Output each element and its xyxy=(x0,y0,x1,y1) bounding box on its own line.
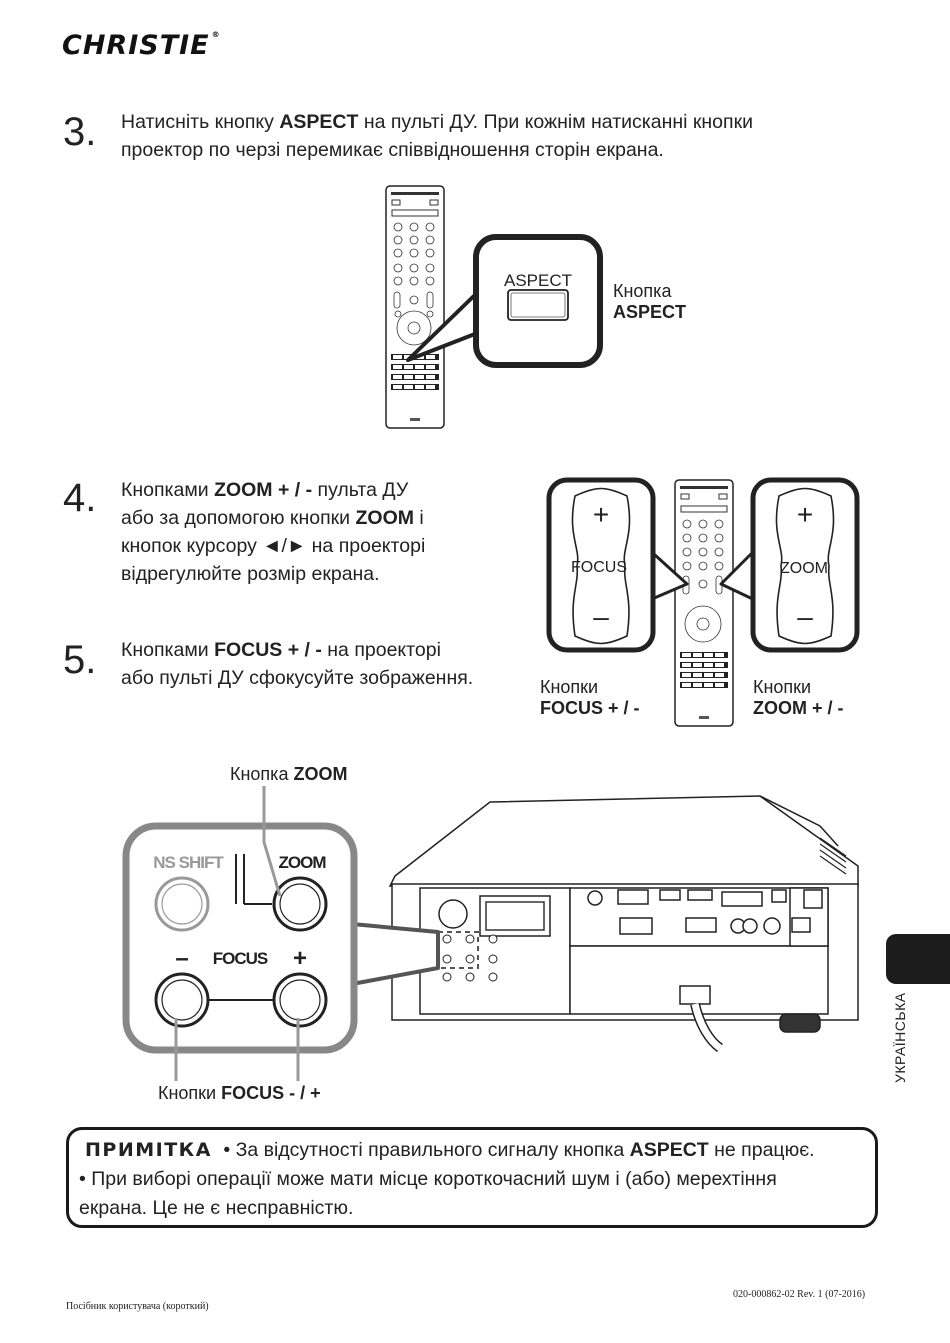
step-4-text-c: або за допомогою кнопки xyxy=(121,507,356,529)
remote-aspect-figure: ASPECT xyxy=(385,185,603,429)
step-4-line-2: або за допомогою кнопки ZOOM і xyxy=(121,504,521,532)
zoom-figure-caption: Кнопки ZOOM + / - xyxy=(753,677,844,719)
step-5-line-1: Кнопками FOCUS + / - на проекторі xyxy=(121,636,521,664)
focus-buttons-caption-text: Кнопки xyxy=(158,1083,222,1103)
focus-caption-line-2: FOCUS + / - xyxy=(540,698,640,718)
note-line-1: ПРИМІТКА • За відсутності правильного си… xyxy=(79,1136,865,1165)
guide-title: Посібник користувача (короткий) xyxy=(66,1301,209,1312)
registered-mark: ® xyxy=(211,30,221,39)
step-3-text-a: Натисніть кнопку xyxy=(121,111,280,133)
step-4-line-3: кнопок курсору ◄/► на проекторі xyxy=(121,535,426,557)
step-3-number: 3. xyxy=(63,110,97,154)
zoom-button-caption-bold: ZOOM xyxy=(293,764,348,784)
ns-shift-label: NS SHIFT xyxy=(153,853,224,872)
button-panel-callout: NS SHIFT ZOOM – FOCUS + xyxy=(122,786,440,1081)
zoom-button-caption: Кнопка ZOOM xyxy=(230,764,347,785)
focus-plus-label: + xyxy=(293,945,307,972)
zoom-callout: + ZOOM – xyxy=(719,477,860,653)
aspect-button xyxy=(507,289,569,321)
step-3-text-b: на пульті ДУ. При кожнім натисканні кноп… xyxy=(358,111,754,133)
note-line-3: екрана. Це не є несправністю. xyxy=(79,1197,354,1219)
zoom-key-label: ZOOM xyxy=(780,560,828,577)
step-4-text-d: і xyxy=(413,507,424,529)
step-5-focus-bold: FOCUS + / - xyxy=(214,639,322,661)
note-line-2: • При виборі операції може мати місце ко… xyxy=(79,1168,777,1190)
aspect-key-label: ASPECT xyxy=(504,271,572,290)
aspect-callout: ASPECT xyxy=(406,234,603,368)
document-number: 020-000862-02 Rev. 1 (07-2016) xyxy=(733,1289,866,1300)
aspect-caption-line-2: ASPECT xyxy=(613,302,687,322)
focus-buttons-caption: Кнопки FOCUS - / + xyxy=(158,1083,321,1104)
focus-plus-symbol: + xyxy=(593,499,609,530)
zoom-button-caption-text: Кнопка xyxy=(230,764,294,784)
step-3-line-1: Натисніть кнопку ASPECT на пульті ДУ. Пр… xyxy=(121,108,881,136)
focus-callout: + FOCUS – xyxy=(546,477,689,653)
christie-logo: CHRISTIE® xyxy=(62,30,221,61)
aspect-figure-caption: Кнопка ASPECT xyxy=(613,281,686,323)
step-4-text-a: Кнопками xyxy=(121,479,215,501)
step-5-text: Кнопками FOCUS + / - на проекторі або пу… xyxy=(121,636,521,692)
step-3-text: Натисніть кнопку ASPECT на пульті ДУ. Пр… xyxy=(121,108,881,164)
remote-control-illustration-2 xyxy=(674,479,734,727)
step-4-number: 4. xyxy=(63,476,97,520)
note-aspect-bold: ASPECT xyxy=(629,1139,709,1161)
aspect-caption-line-1: Кнопка xyxy=(613,281,672,301)
note-line-1-text: • За відсутності правильного сигналу кно… xyxy=(217,1139,630,1161)
zoom-caption-line-1: Кнопки xyxy=(753,677,812,697)
focus-figure-caption: Кнопки FOCUS + / - xyxy=(540,677,640,719)
step-4-text: Кнопками ZOOM + / - пульта ДУ або за доп… xyxy=(121,476,521,588)
focus-buttons-caption-bold: FOCUS - / + xyxy=(221,1083,321,1103)
step-4-zoom-bold-2: ZOOM xyxy=(355,507,414,529)
step-4-zoom-bold: ZOOM + / - xyxy=(214,479,313,501)
focus-key-label: FOCUS xyxy=(571,559,627,576)
focus-panel-label: FOCUS xyxy=(213,949,268,968)
step-5-text-a: Кнопками xyxy=(121,639,215,661)
step-4-line-1: Кнопками ZOOM + / - пульта ДУ xyxy=(121,476,521,504)
projector-panel-figure: NS SHIFT ZOOM – FOCUS + xyxy=(122,786,859,1081)
note-title: ПРИМІТКА xyxy=(85,1139,212,1161)
remote-focus-zoom-figure: + FOCUS – + ZOOM – xyxy=(546,477,860,727)
focus-minus-label: – xyxy=(175,945,188,972)
step-4-text-b: пульта ДУ xyxy=(312,479,409,501)
step-4-line-4: відрегулюйте розмір екрана. xyxy=(121,563,380,585)
focus-minus-symbol: – xyxy=(593,601,609,632)
step-5-number: 5. xyxy=(63,638,97,682)
language-side-tab xyxy=(886,934,950,984)
step-3-aspect-bold: ASPECT xyxy=(279,111,359,133)
zoom-caption-line-2: ZOOM + / - xyxy=(753,698,844,718)
language-side-label: УКРАЇНСЬКА xyxy=(892,992,908,1083)
focus-caption-line-1: Кнопки xyxy=(540,677,599,697)
zoom-panel-label: ZOOM xyxy=(279,853,327,872)
note-box: ПРИМІТКА • За відсутності правильного си… xyxy=(66,1127,878,1228)
step-3-line-2: проектор по черзі перемикає співвідношен… xyxy=(121,139,664,161)
projector-illustration xyxy=(388,795,859,1053)
zoom-plus-symbol: + xyxy=(797,499,813,530)
remote-control-illustration xyxy=(385,185,445,429)
note-line-1-end: не працює. xyxy=(708,1139,815,1161)
step-5-text-b: на проекторі xyxy=(321,639,441,661)
brand-name: CHRISTIE xyxy=(62,30,210,61)
step-5-line-2: або пульті ДУ сфокусуйте зображення. xyxy=(121,667,474,689)
zoom-minus-symbol: – xyxy=(797,601,813,632)
